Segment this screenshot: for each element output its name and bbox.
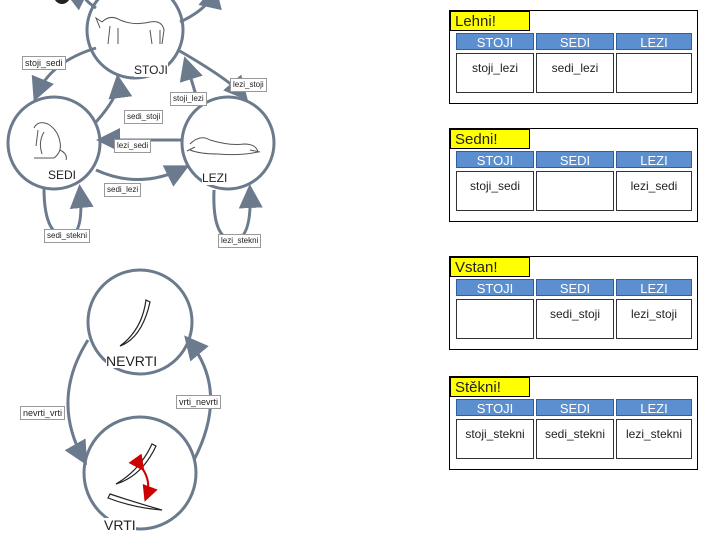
arrow-stoji-lezi [177, 48, 248, 101]
state-label-lezi: LEZI [202, 171, 228, 185]
transition-label-nevrti-vrti: nevrti_vrti [20, 406, 66, 420]
cell: sedi_lezi [536, 53, 614, 93]
panel-stekni: Stěkni! STOJI SEDI LEZI stoji_stekni sed… [449, 376, 698, 470]
cell [456, 299, 534, 339]
cell: lezi_sedi [616, 171, 692, 211]
cell: stoji_stekni [456, 419, 534, 459]
transition-label-lezi-stekni: lezi_stekni [218, 234, 262, 248]
panel-title: Sedni! [450, 129, 530, 149]
state-label-stoji: STOJI [134, 63, 168, 77]
cell: stoji_sedi [456, 171, 534, 211]
panel-title: Lehni! [450, 11, 530, 31]
cell: sedi_stoji [536, 299, 614, 339]
clipped-dot-icon [55, 0, 69, 4]
cell [616, 53, 692, 93]
header-lezi: LEZI [616, 399, 692, 416]
state-label-vrti: VRTI [104, 517, 136, 533]
rotation-arrow [128, 453, 158, 502]
dog-standing-sketch [94, 16, 165, 45]
state-vrti-circle [82, 415, 198, 531]
header-stoji: STOJI [456, 151, 534, 168]
header-stoji: STOJI [456, 279, 534, 296]
panel-lehni: Lehni! STOJI SEDI LEZI stoji_lezi sedi_l… [449, 10, 698, 104]
transition-label-lezi-stoji: lezi_stoji [230, 78, 267, 92]
arrow-nevrti-vrti [64, 339, 90, 466]
header-sedi: SEDI [536, 151, 614, 168]
dog-sitting-sketch [33, 122, 67, 161]
state-label-sedi: SEDI [48, 168, 77, 182]
panel-sedni: Sedni! STOJI SEDI LEZI stoji_sedi lezi_s… [449, 128, 698, 222]
state-lezi-circle [180, 95, 276, 191]
panel-title: Stěkni! [450, 377, 530, 397]
panel-vstan: Vstan! STOJI SEDI LEZI sedi_stoji lezi_s… [449, 256, 698, 350]
header-lezi: LEZI [616, 151, 692, 168]
header-sedi: SEDI [536, 33, 614, 50]
header-lezi: LEZI [616, 33, 692, 50]
arrow-stoji-loop-left [64, 0, 97, 11]
cell: stoji_lezi [456, 53, 534, 93]
state-stoji-circle [85, 0, 185, 80]
header-lezi: LEZI [616, 279, 692, 296]
transition-label-stoji-lezi: stoji_lezi [170, 92, 207, 106]
transition-label-sedi-stekni: sedi_stekni [44, 229, 91, 243]
header-stoji: STOJI [456, 33, 534, 50]
cell: lezi_stekni [616, 419, 692, 459]
transition-label-lezi-sedi: lezi_sedi [114, 139, 152, 153]
header-sedi: SEDI [536, 399, 614, 416]
transition-label-sedi-lezi: sedi_lezi [104, 183, 142, 197]
arrow-stoji-loop-right [179, 0, 222, 24]
arrow-sedi-lezi [95, 165, 190, 187]
cell: sedi_stekni [536, 419, 614, 459]
header-sedi: SEDI [536, 279, 614, 296]
cell [536, 171, 614, 211]
arrow-sedi-stoji [94, 74, 133, 123]
state-label-nevrti: NEVRTI [106, 353, 158, 369]
header-stoji: STOJI [456, 399, 534, 416]
transition-label-stoji-sedi: stoji_sedi [22, 56, 66, 70]
dog-lying-sketch [186, 137, 261, 156]
cell: lezi_stoji [616, 299, 692, 339]
transition-label-vrti-nevrti: vrti_nevrti [176, 395, 222, 409]
transition-label-sedi-stoji: sedi_stoji [124, 110, 164, 124]
banana-straight-sketch [119, 299, 151, 347]
arrow-lezi-stekni-loop [212, 184, 263, 242]
panel-title: Vstan! [450, 257, 530, 277]
